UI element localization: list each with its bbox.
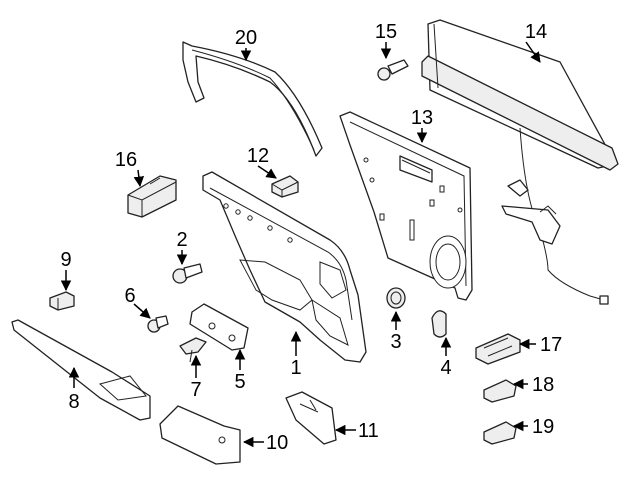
part-18-switch <box>483 379 517 403</box>
part-20-window-trim-strip <box>182 41 323 157</box>
part-8-lower-trim-strip <box>11 319 151 421</box>
callout-4: 4 <box>440 357 451 379</box>
part-5-handle-bracket <box>189 303 249 351</box>
part-4-cap <box>431 310 447 338</box>
callout-8: 8 <box>68 391 79 413</box>
part-2-bolt <box>172 263 203 284</box>
callout-19: 19 <box>532 416 554 438</box>
part-12-clip <box>271 175 299 198</box>
part-11-end-trim <box>285 391 337 445</box>
part-7-clip <box>179 337 207 363</box>
callout-13: 13 <box>411 107 433 129</box>
part-1-door-trim-panel <box>202 171 367 363</box>
callout-leaders <box>60 41 541 448</box>
callout-17: 17 <box>540 334 562 356</box>
callout-12: 12 <box>247 145 269 167</box>
callout-3: 3 <box>390 331 401 353</box>
part-6-screw <box>147 315 169 333</box>
callout-1: 1 <box>290 357 301 379</box>
part-19-switch <box>483 421 517 445</box>
callout-16: 16 <box>115 149 137 171</box>
callout-10: 10 <box>266 432 288 454</box>
part-9-clip <box>49 291 75 311</box>
callout-15: 15 <box>375 21 397 43</box>
callout-5: 5 <box>234 371 245 393</box>
callout-7: 7 <box>190 379 201 401</box>
callout-6: 6 <box>124 285 135 307</box>
part-17-switch <box>475 333 521 365</box>
part-3-speaker <box>386 287 406 309</box>
callout-20: 20 <box>235 27 257 49</box>
part-10-pocket-trim <box>159 405 241 465</box>
callout-11: 11 <box>358 420 379 442</box>
part-13-trim-carrier-panel <box>339 111 473 301</box>
part-16-switch-block <box>127 175 177 218</box>
part-14-sun-blind <box>421 19 619 305</box>
callout-18: 18 <box>532 374 554 396</box>
callout-14: 14 <box>525 21 547 43</box>
part-15-screw <box>377 59 409 81</box>
callout-9: 9 <box>60 249 71 271</box>
callout-2: 2 <box>176 229 187 251</box>
callout-labels: 20 15 14 13 12 16 2 9 6 1 3 4 5 7 8 17 1… <box>60 21 562 454</box>
